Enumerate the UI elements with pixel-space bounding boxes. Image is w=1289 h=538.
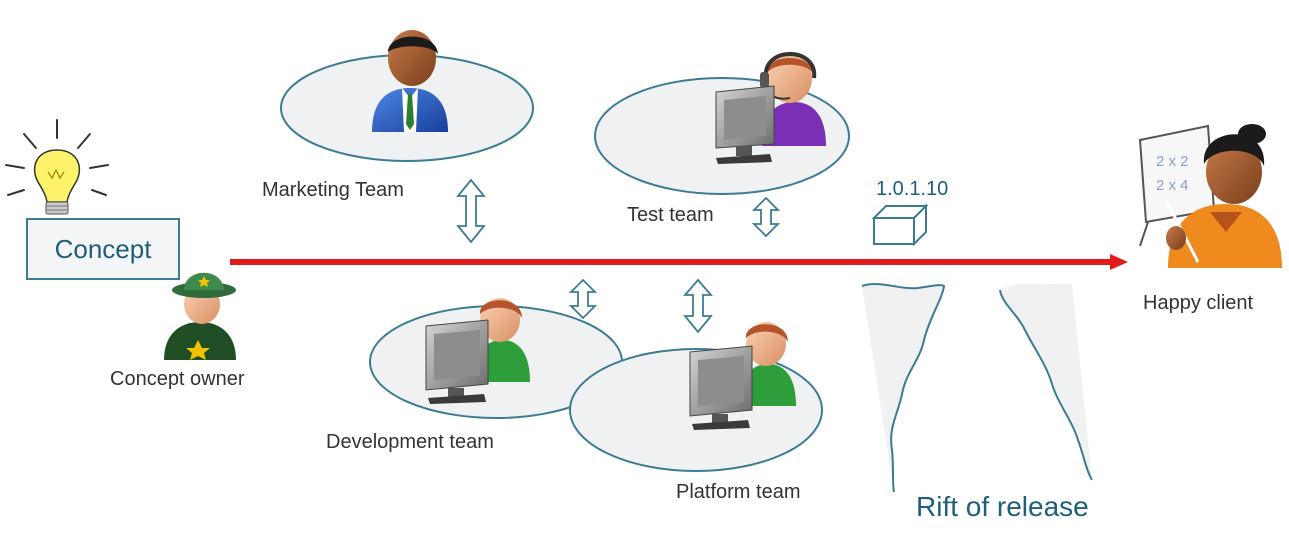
- concept-box: Concept: [26, 218, 180, 280]
- version-label: 1.0.1.10: [876, 178, 949, 200]
- rift-right: [999, 283, 1093, 481]
- board-line-1: 2 x 2: [1156, 153, 1189, 170]
- double-arrow-icon: [683, 278, 713, 334]
- developer-monitor-icon: [425, 298, 530, 404]
- double-arrow-icon: [568, 278, 598, 320]
- rift-of-release-label: Rift of release: [916, 491, 1089, 522]
- happy-client-label: Happy client: [1143, 292, 1254, 314]
- double-arrow-icon: [751, 196, 781, 238]
- concept-owner-label: Concept owner: [110, 368, 245, 390]
- marketing-team-label: Marketing Team: [262, 179, 404, 201]
- headset-operator-icon: [715, 52, 826, 164]
- rift-left: [861, 283, 946, 493]
- timeline-arrow: [230, 254, 1128, 270]
- platform-team-label: Platform team: [676, 481, 801, 503]
- test-team-label: Test team: [627, 204, 714, 226]
- development-team-label: Development team: [326, 431, 494, 453]
- double-arrow-icon: [456, 178, 486, 244]
- release-box-icon: [871, 203, 929, 247]
- sheriff-person-icon: [164, 272, 236, 360]
- businessman-icon: [372, 30, 448, 132]
- lightbulb-icon: [5, 119, 109, 215]
- board-line-2: 2 x 4: [1156, 177, 1189, 194]
- teacher-whiteboard-icon: 2 x 2 2 x 4: [1138, 124, 1282, 268]
- developer-monitor-icon: [689, 322, 796, 430]
